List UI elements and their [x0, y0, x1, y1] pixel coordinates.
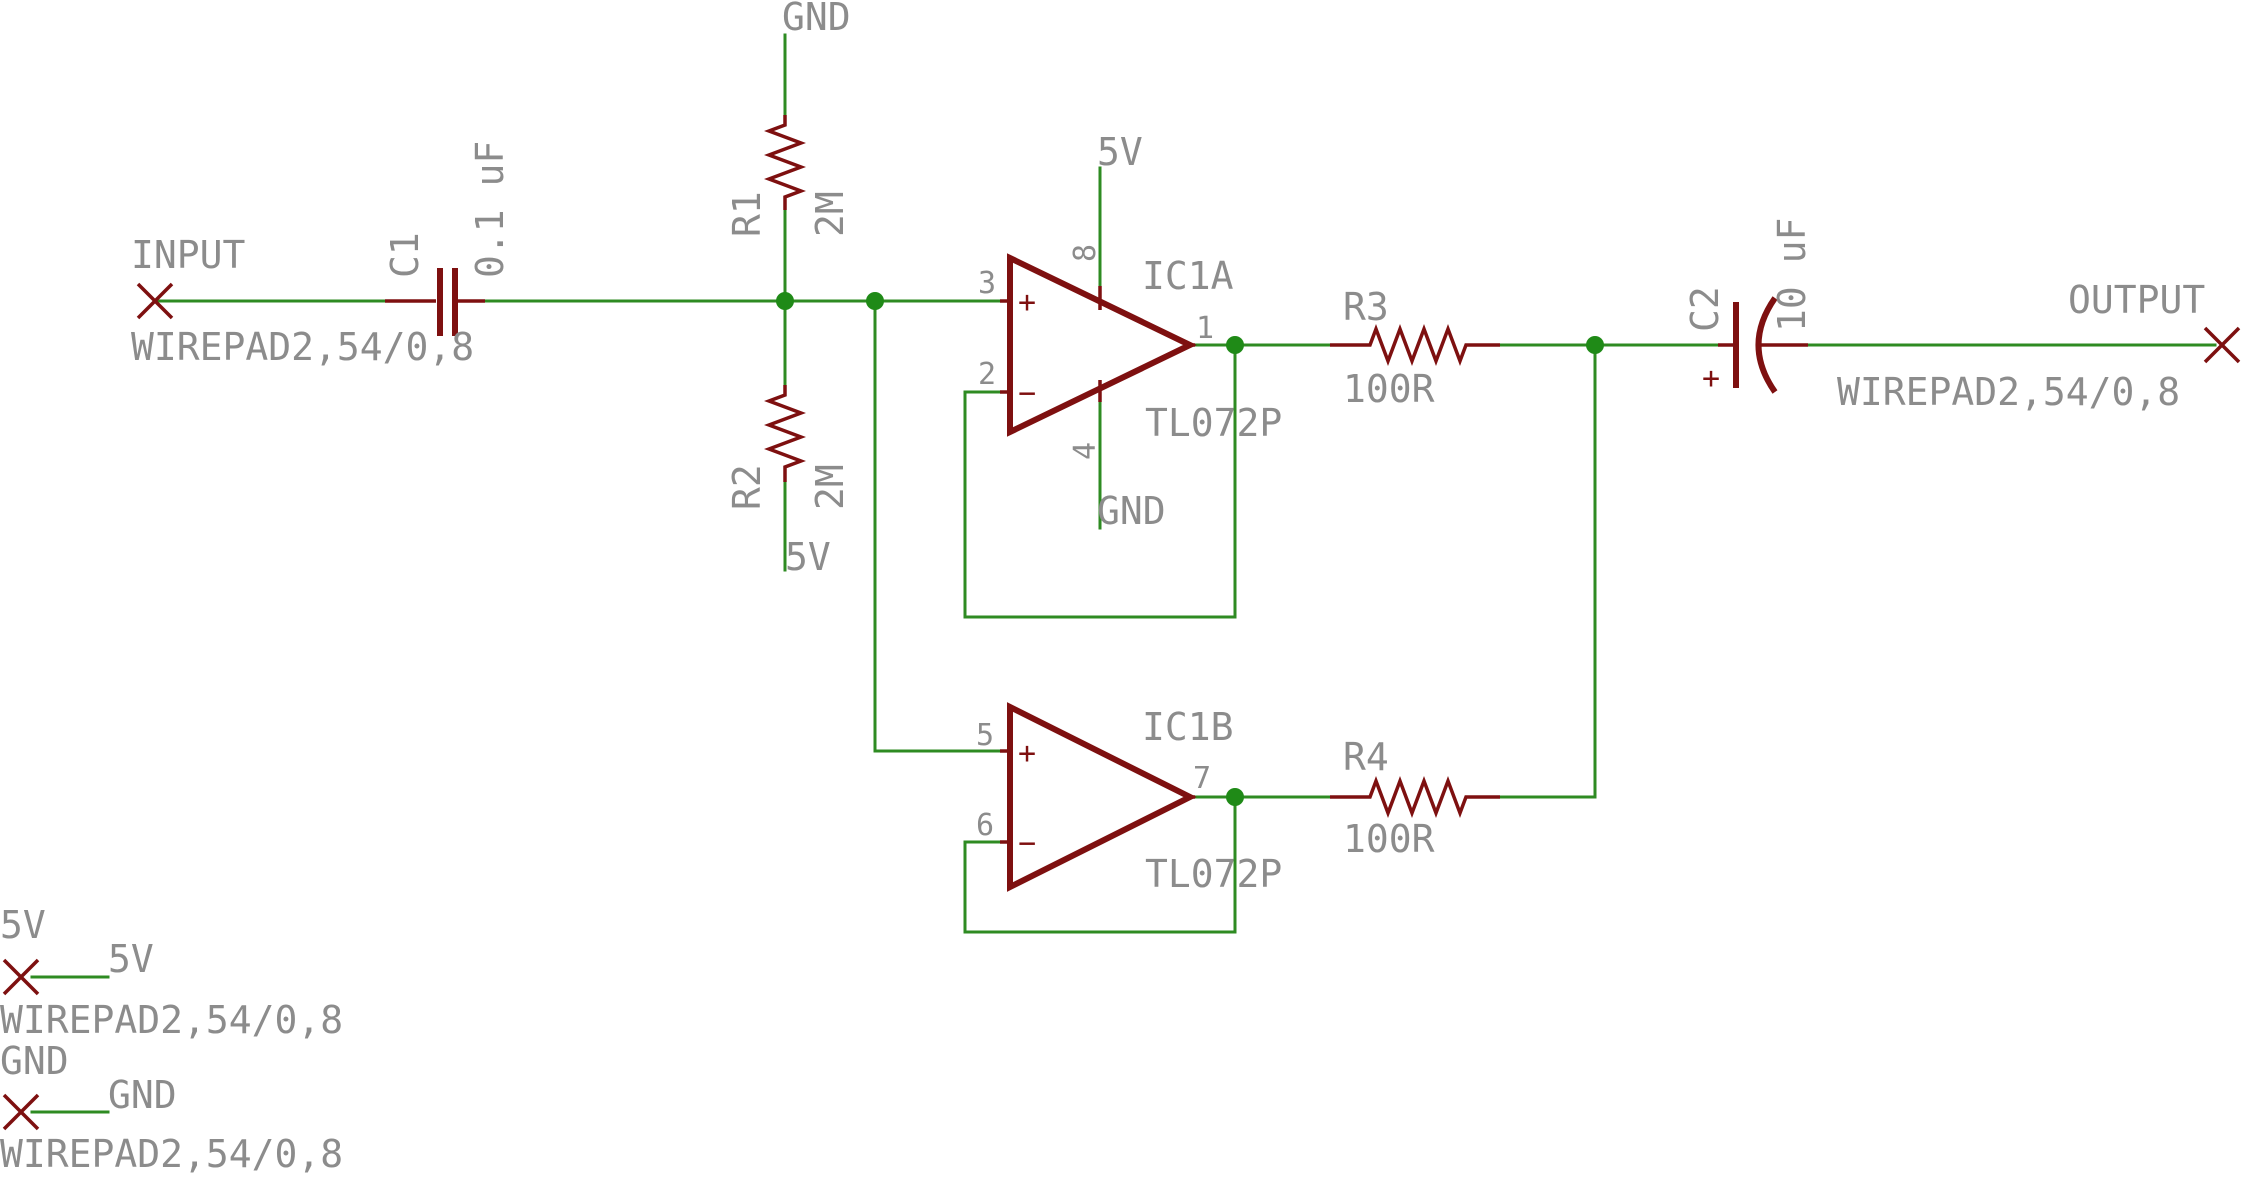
ic1a-part: TL072P	[1145, 401, 1282, 445]
r4-value: 100R	[1343, 817, 1435, 861]
gnd-pad-cross-icon	[2, 1093, 40, 1131]
wire-ic1a-feedback	[963, 343, 1237, 619]
pwr-pad-cross-icon	[2, 958, 40, 996]
r2-name: R2	[725, 464, 769, 510]
r4-name: R4	[1343, 735, 1389, 779]
pin-3-label: 3	[978, 266, 996, 301]
input-label: INPUT	[131, 233, 245, 277]
ic1b-minus-sign: −	[1018, 826, 1036, 861]
c2-name: C2	[1683, 286, 1727, 332]
junction-ic1b-feed	[866, 292, 884, 310]
capacitor-c2-icon	[1718, 296, 1808, 394]
ic1a-gnd-net: GND	[1097, 489, 1166, 533]
resistor-r1-icon	[764, 115, 806, 210]
pin-2-label: 2	[978, 357, 996, 392]
junction-ic1a-out	[1226, 336, 1244, 354]
ic1a-plus-sign: +	[1018, 285, 1036, 320]
c2-plus-sign: +	[1702, 361, 1720, 396]
pin-4-label: 4	[1068, 442, 1103, 460]
gnd-pad-name: GND	[0, 1039, 69, 1083]
ic1a-minus-sign: −	[1018, 376, 1036, 411]
ic1b-part: TL072P	[1145, 852, 1282, 896]
pwr-pad-name: 5V	[0, 903, 46, 947]
c1-value: 0.1 uF	[468, 141, 512, 278]
r1-name: R1	[725, 191, 769, 237]
output-label: OUTPUT	[2068, 278, 2205, 322]
capacitor-c1-icon	[385, 268, 485, 336]
input-pad-label: WIREPAD2,54/0,8	[131, 325, 474, 369]
opamp-ic1b-icon	[1000, 702, 1197, 892]
wire-ic1b-feedback	[963, 795, 1237, 934]
resistor-r2-icon	[764, 385, 806, 482]
r3-value: 100R	[1343, 367, 1435, 411]
pin-5-label: 5	[976, 718, 994, 753]
gnd-pad-label: WIREPAD2,54/0,8	[0, 1132, 343, 1176]
pwr-pad-label: WIREPAD2,54/0,8	[0, 998, 343, 1042]
resistor-r4-icon	[1330, 776, 1500, 818]
junction-sum	[1586, 336, 1604, 354]
output-pad-label: WIREPAD2,54/0,8	[1837, 370, 2180, 414]
junction-r1-r2	[776, 292, 794, 310]
pin-8-label: 8	[1068, 244, 1103, 262]
wire-node-to-ic1b	[873, 299, 1002, 753]
c2-value: 10 uF	[1770, 218, 1814, 332]
pwr-net-label: 5V	[108, 937, 154, 981]
r2-value: 2M	[808, 464, 852, 510]
wires	[30, 33, 2217, 1114]
ic1b-name: IC1B	[1142, 705, 1234, 749]
resistor-r3-icon	[1330, 324, 1500, 366]
pin-7-label: 7	[1193, 761, 1211, 796]
c1-name: C1	[383, 232, 427, 278]
opamp-ic1a-icon	[1000, 253, 1197, 437]
ic1a-supply-net: 5V	[1097, 130, 1143, 174]
junction-ic1b-out	[1226, 788, 1244, 806]
ic1a-name: IC1A	[1142, 254, 1234, 298]
pin-1-label: 1	[1196, 311, 1214, 346]
gnd-net-label: GND	[108, 1073, 177, 1117]
junctions	[776, 292, 1604, 806]
input-pad-cross-icon	[136, 282, 174, 320]
output-pad-cross-icon	[2203, 326, 2241, 364]
wire-r4-to-node	[1498, 343, 1597, 799]
r3-name: R3	[1343, 285, 1389, 329]
r1-value: 2M	[808, 191, 852, 237]
r1-top-net: GND	[782, 0, 851, 39]
pin-6-label: 6	[976, 808, 994, 843]
ic1b-plus-sign: +	[1018, 736, 1036, 771]
r2-bottom-net: 5V	[785, 535, 831, 579]
